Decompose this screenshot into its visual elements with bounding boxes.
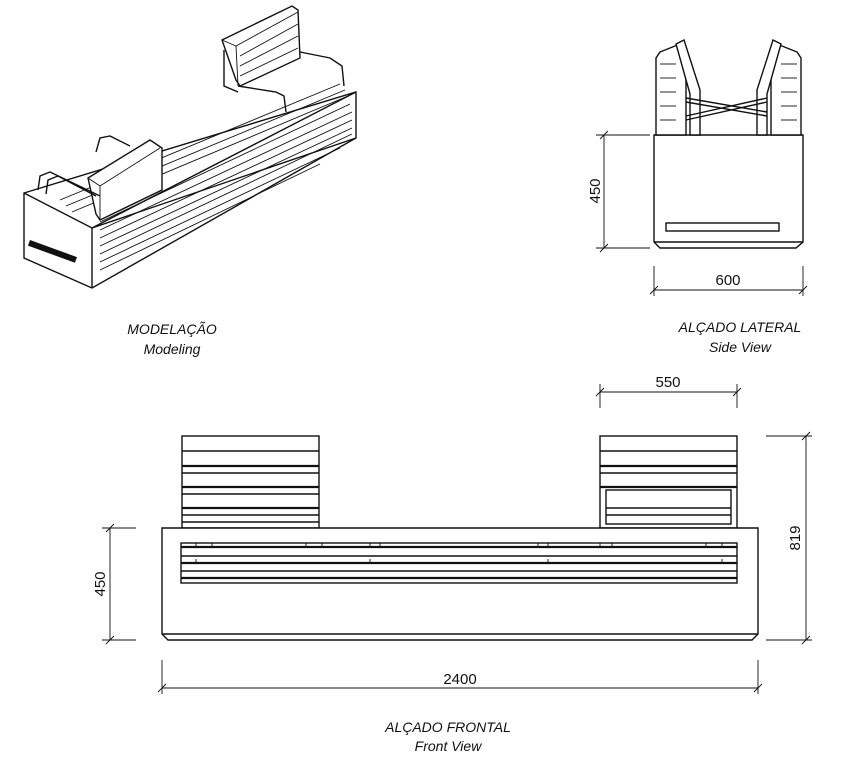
side-base-slot <box>665 222 780 232</box>
left-backrest <box>87 139 163 221</box>
isometric-model <box>23 5 357 289</box>
metal-frames <box>37 50 345 197</box>
side-view-drawing <box>653 39 804 249</box>
backrest-width-dimension <box>595 384 742 408</box>
front-title: ALÇADO FRONTAL <box>384 719 511 735</box>
modeling-title: MODELAÇÃO <box>127 321 217 337</box>
side-width-dimension <box>649 266 808 296</box>
front-seat-height-label: 450 <box>92 571 109 596</box>
backrest-width-label: 550 <box>655 374 680 391</box>
rear-backrest <box>221 5 301 87</box>
front-total-height-dimension <box>766 431 812 645</box>
side-height-label: 450 <box>587 178 604 203</box>
side-subtitle: Side View <box>709 339 772 355</box>
side-height-dimension <box>596 130 650 253</box>
base-slot <box>27 240 77 263</box>
side-left-backrest <box>655 39 701 136</box>
front-view-drawing <box>161 435 759 641</box>
front-seat-height-dimension <box>102 523 136 645</box>
side-right-backrest <box>756 39 802 136</box>
front-seat-slats <box>180 542 738 584</box>
side-title: ALÇADO LATERAL <box>678 319 802 335</box>
front-total-height-label: 819 <box>787 525 804 550</box>
front-width-dimension <box>157 660 763 694</box>
front-subtitle: Front View <box>415 738 483 754</box>
side-cross-braces <box>685 97 768 121</box>
side-width-label: 600 <box>715 272 740 289</box>
front-left-backrest <box>181 435 320 529</box>
modeling-subtitle: Modeling <box>144 341 201 357</box>
front-right-backrest <box>599 435 738 529</box>
front-width-label: 2400 <box>443 671 476 688</box>
